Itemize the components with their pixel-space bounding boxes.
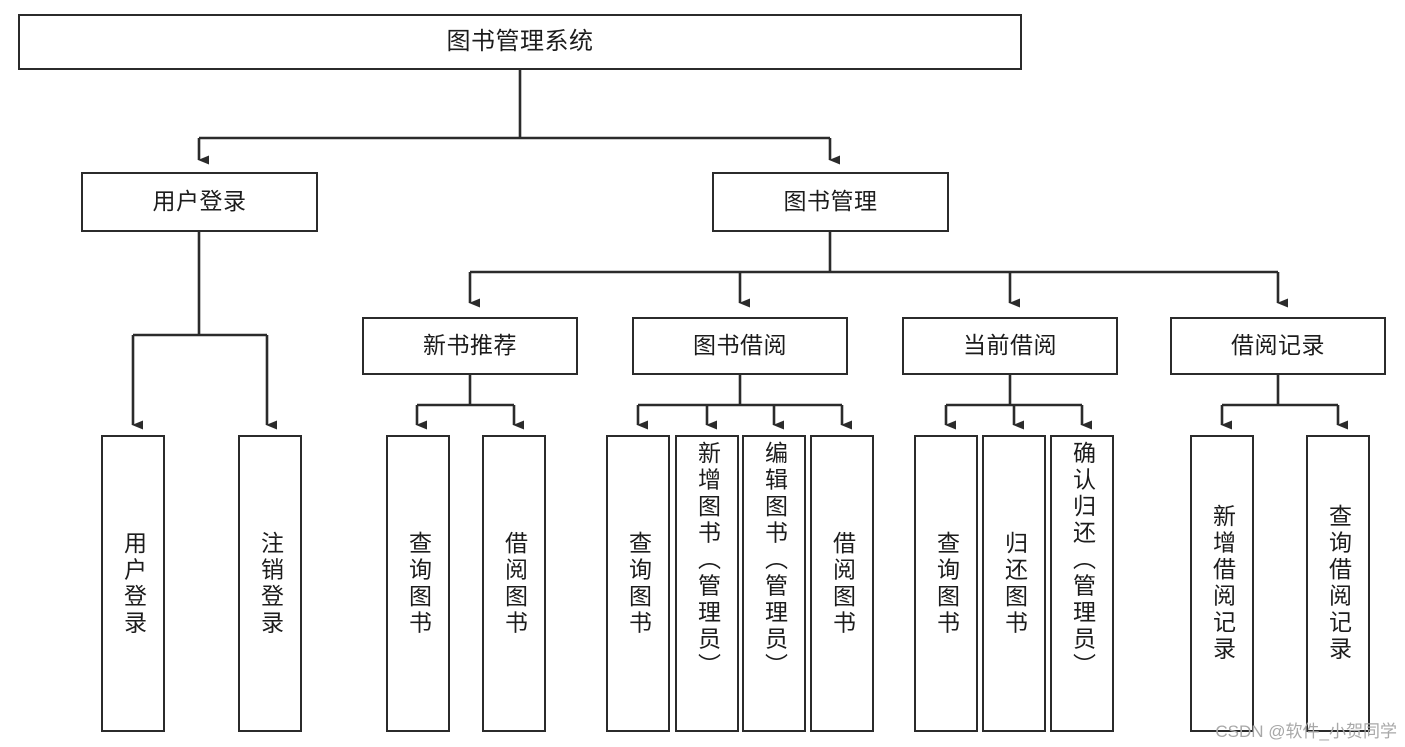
- leaf-borrow-record-add-record[interactable]: 新增借阅记录: [1190, 435, 1254, 732]
- node-label: 当前借阅: [963, 332, 1057, 359]
- leaf-book-borrow-edit-book-admin[interactable]: 编辑图书（管理员）: [742, 435, 806, 732]
- leaf-new-book-query-books[interactable]: 查询图书: [386, 435, 450, 732]
- node-borrow-record[interactable]: 借阅记录: [1170, 317, 1386, 375]
- node-label: 新增图书（管理员）: [694, 441, 721, 680]
- node-label: 编辑图书（管理员）: [761, 441, 788, 680]
- node-label: 新增借阅记录: [1209, 504, 1236, 663]
- leaf-book-borrow-add-book-admin[interactable]: 新增图书（管理员）: [675, 435, 739, 732]
- leaf-book-borrow-borrow-books[interactable]: 借阅图书: [810, 435, 874, 732]
- leaf-user-login-login[interactable]: 用户登录: [101, 435, 165, 732]
- node-label: 图书管理系统: [446, 27, 594, 55]
- leaf-current-borrow-confirm-return-admin[interactable]: 确认归还（管理员）: [1050, 435, 1114, 732]
- node-label: 图书管理: [783, 188, 878, 215]
- node-new-book-recommend[interactable]: 新书推荐: [362, 317, 578, 375]
- node-label: 用户登录: [152, 188, 247, 215]
- node-label: 借阅记录: [1231, 332, 1325, 359]
- node-label: 注销登录: [257, 530, 284, 637]
- node-label: 确认归还（管理员）: [1069, 441, 1096, 680]
- node-label: 新书推荐: [423, 332, 517, 359]
- node-label: 查询借阅记录: [1325, 504, 1352, 663]
- node-label: 查询图书: [933, 530, 960, 637]
- node-label: 归还图书: [1001, 530, 1028, 637]
- node-book-borrow[interactable]: 图书借阅: [632, 317, 848, 375]
- leaf-book-borrow-query-books[interactable]: 查询图书: [606, 435, 670, 732]
- node-label: 借阅图书: [501, 530, 528, 637]
- node-label: 借阅图书: [829, 530, 856, 637]
- leaf-new-book-borrow-books[interactable]: 借阅图书: [482, 435, 546, 732]
- leaf-current-borrow-query-books[interactable]: 查询图书: [914, 435, 978, 732]
- node-user-login[interactable]: 用户登录: [81, 172, 318, 232]
- leaf-current-borrow-return-books[interactable]: 归还图书: [982, 435, 1046, 732]
- node-label: 查询图书: [625, 530, 652, 637]
- node-label: 图书借阅: [693, 332, 787, 359]
- node-root-book-management-system[interactable]: 图书管理系统: [18, 14, 1022, 70]
- leaf-user-login-logout[interactable]: 注销登录: [238, 435, 302, 732]
- node-book-management[interactable]: 图书管理: [712, 172, 949, 232]
- node-current-borrow[interactable]: 当前借阅: [902, 317, 1118, 375]
- leaf-borrow-record-query-record[interactable]: 查询借阅记录: [1306, 435, 1370, 732]
- node-label: 查询图书: [405, 530, 432, 637]
- node-label: 用户登录: [120, 530, 147, 637]
